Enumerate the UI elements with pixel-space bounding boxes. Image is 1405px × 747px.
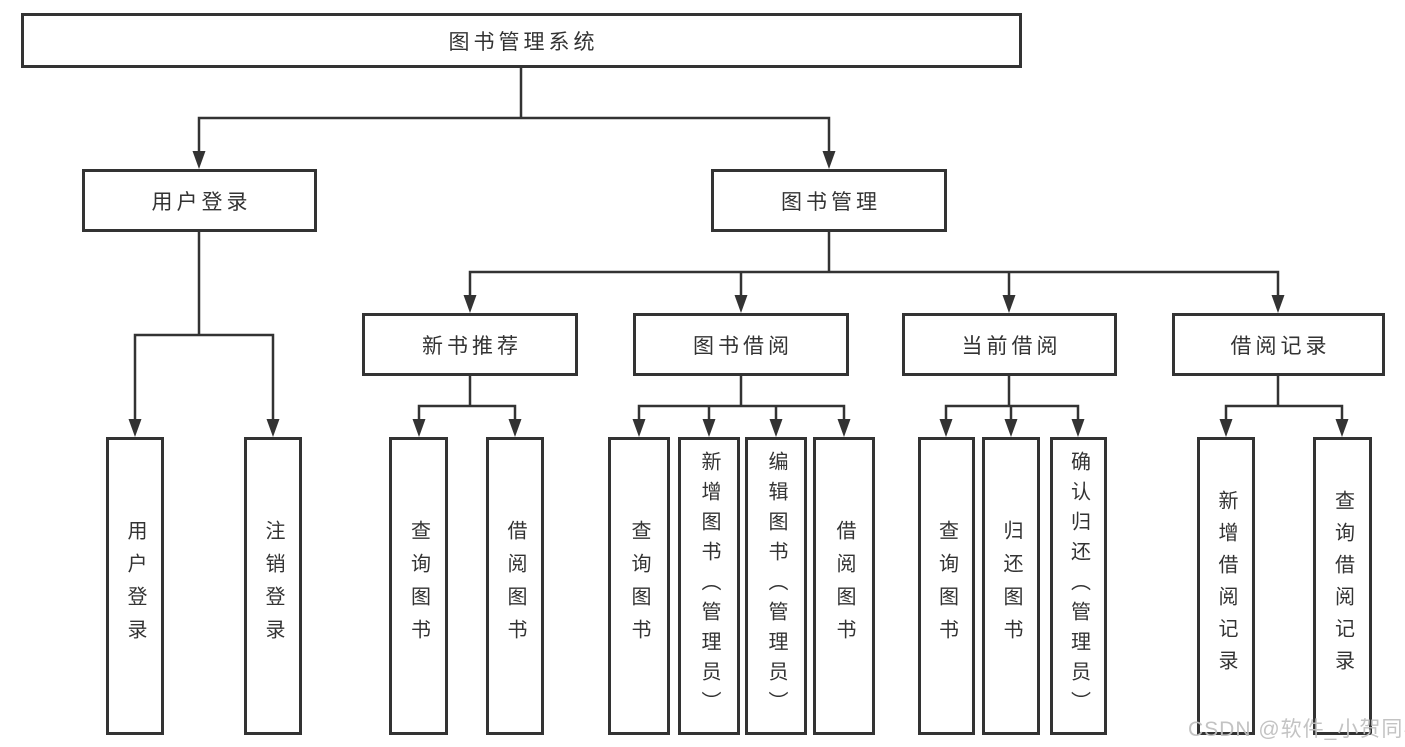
connector-root-to-level2: [197, 64, 831, 155]
connector-bookmgmt-to-level3: [468, 230, 1280, 299]
leaf-borrow-books-recommend: 借阅图书: [486, 437, 544, 735]
arrowhead: [192, 151, 206, 169]
arrowhead: [1004, 419, 1018, 437]
arrowhead: [769, 419, 783, 437]
arrowhead: [702, 419, 716, 437]
arrowhead: [1219, 419, 1233, 437]
arrowhead: [1071, 419, 1085, 437]
arrowhead: [632, 419, 646, 437]
arrowhead: [412, 419, 426, 437]
node-library-management-system: 图书管理系统: [21, 13, 1022, 68]
arrowhead: [463, 295, 477, 313]
leaf-query-books-borrow: 查询图书: [608, 437, 670, 735]
node-new-book-recommend: 新书推荐: [362, 313, 578, 376]
arrowhead: [734, 295, 748, 313]
leaf-edit-book-admin: 编辑图书（管理员）: [745, 437, 807, 735]
leaf-add-borrow-record: 新增借阅记录: [1197, 437, 1255, 735]
connector-userlogin-to-leaves: [133, 230, 275, 423]
leaf-return-book: 归还图书: [982, 437, 1040, 735]
node-user-login: 用户登录: [82, 169, 317, 232]
connector-bookborrow-to-leaves: [637, 374, 846, 423]
leaf-add-book-admin: 新增图书（管理员）: [678, 437, 740, 735]
arrowhead: [1335, 419, 1349, 437]
leaf-user-login: 用户登录: [106, 437, 164, 735]
leaf-query-books-recommend: 查询图书: [389, 437, 448, 735]
arrowhead: [128, 419, 142, 437]
arrowhead: [837, 419, 851, 437]
connector-records-to-leaves: [1224, 374, 1344, 423]
csdn-watermark: CSDN @软件_小贺同学: [1188, 718, 1405, 741]
arrowhead: [939, 419, 953, 437]
arrowhead: [508, 419, 522, 437]
node-book-management: 图书管理: [711, 169, 947, 232]
leaf-query-books-current: 查询图书: [918, 437, 975, 735]
leaf-confirm-return-admin: 确认归还（管理员）: [1050, 437, 1107, 735]
leaf-logout: 注销登录: [244, 437, 302, 735]
node-book-borrow: 图书借阅: [633, 313, 849, 376]
arrowhead: [822, 151, 836, 169]
leaf-borrow-books: 借阅图书: [813, 437, 875, 735]
connector-currentborrow-to-leaves: [944, 374, 1080, 423]
leaf-query-borrow-record: 查询借阅记录: [1313, 437, 1372, 735]
arrowhead: [1271, 295, 1285, 313]
node-borrow-records: 借阅记录: [1172, 313, 1385, 376]
connector-newbook-to-leaves: [417, 374, 517, 423]
arrowhead: [266, 419, 280, 437]
arrowhead: [1002, 295, 1016, 313]
node-current-borrow: 当前借阅: [902, 313, 1117, 376]
